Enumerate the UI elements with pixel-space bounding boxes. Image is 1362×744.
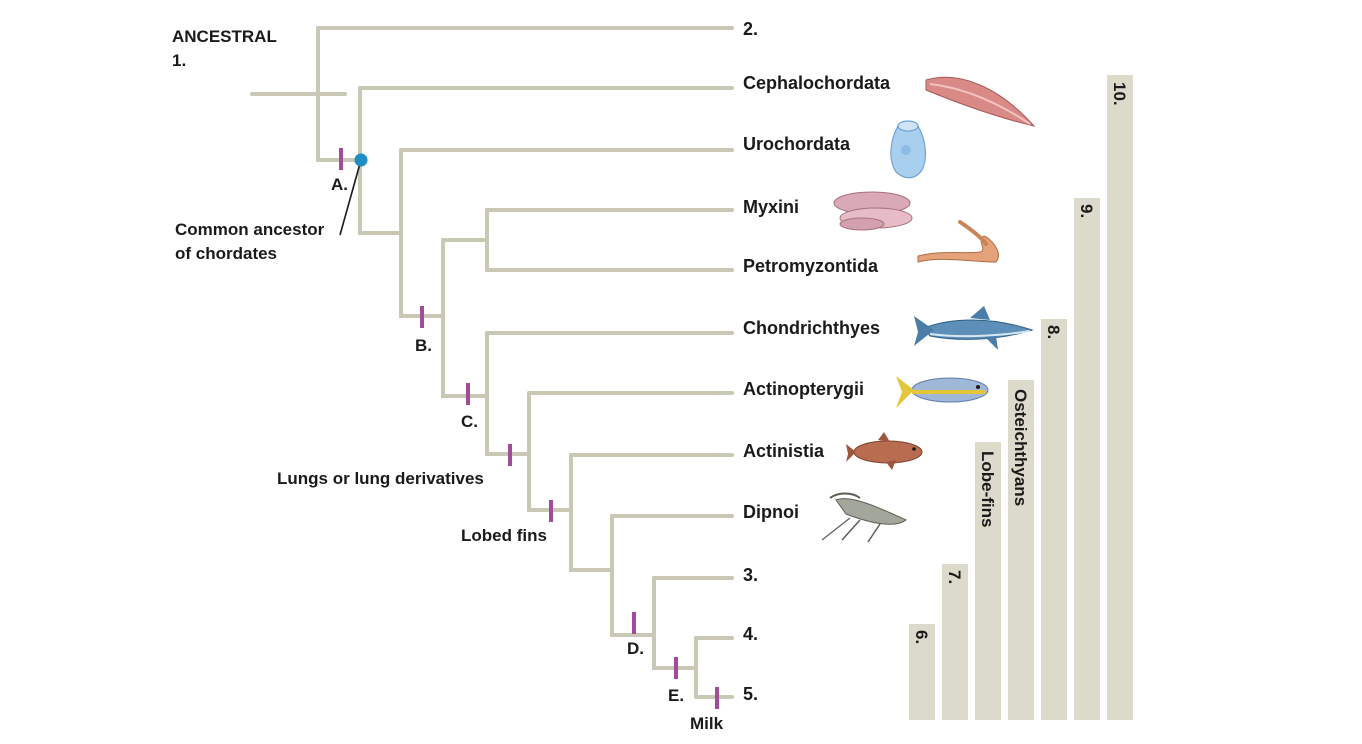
taxon-label-3: 3. xyxy=(743,565,758,585)
node-chordates xyxy=(358,86,403,235)
root-number-label: 1. xyxy=(172,51,186,70)
root-ancestral-label: ANCESTRAL xyxy=(172,27,277,46)
clade-bar-8 xyxy=(1041,319,1067,720)
character-label-b: B. xyxy=(415,336,432,355)
taxon-label-chondrichthyes: Chondrichthyes xyxy=(743,318,880,338)
taxon-label-4: 4. xyxy=(743,624,758,644)
node-olfactores xyxy=(399,148,445,318)
shark-icon xyxy=(914,306,1034,350)
ancestor-label-line1: Common ancestor xyxy=(175,220,325,239)
taxon-labels: 2. Cephalochordata Urochordata Myxini Pe… xyxy=(743,19,891,704)
character-labels: A. B. C. Lungs or lung derivatives Lobed… xyxy=(277,175,724,733)
hagfish-icon xyxy=(833,191,913,231)
node-tetrapods xyxy=(652,576,698,670)
clade-bar-osteichthyans xyxy=(1008,380,1034,720)
ray-finned-fish-icon xyxy=(896,376,989,408)
character-label-lobed-fins: Lobed fins xyxy=(461,526,547,545)
node-root xyxy=(316,26,362,162)
common-ancestor-node xyxy=(354,153,368,167)
clade-bar-6 xyxy=(909,624,935,720)
taxon-label-myxini: Myxini xyxy=(743,197,799,217)
node-craniates xyxy=(441,238,489,398)
clade-bar-9 xyxy=(1074,198,1100,720)
node-osteichthyans xyxy=(527,391,573,512)
organism-icons xyxy=(821,76,1036,543)
character-label-milk: Milk xyxy=(690,714,724,733)
clade-bar-lobe-fins xyxy=(975,442,1001,720)
character-label-lungs: Lungs or lung derivatives xyxy=(277,469,484,488)
phylogenetic-tree xyxy=(250,26,734,699)
taxon-label-actinistia: Actinistia xyxy=(743,441,825,461)
node-lobe-fins xyxy=(569,453,614,572)
coelacanth-icon xyxy=(846,432,923,470)
ancestor-label-line2: of chordates xyxy=(175,244,277,263)
clade-bar-7 xyxy=(942,564,968,720)
tunicate-icon xyxy=(890,120,927,179)
taxon-label-cephalochordata: Cephalochordata xyxy=(743,73,891,93)
clade-bar-label-osteichthyans: Osteichthyans xyxy=(1011,389,1030,506)
character-label-e: E. xyxy=(668,686,684,705)
taxon-label-urochordata: Urochordata xyxy=(743,134,851,154)
clade-bar-label-6: 6. xyxy=(912,630,931,644)
ancestor-pointer-line xyxy=(339,159,362,236)
character-ticks xyxy=(339,148,719,709)
clade-bar-label-9: 9. xyxy=(1077,204,1096,218)
clade-bar-label-7: 7. xyxy=(945,570,964,584)
clade-bars: 6. 7. Lobe-fins Osteichthyans 8. 9. 10. xyxy=(909,75,1133,720)
lancelet-icon xyxy=(925,76,1036,127)
clade-bar-label-10: 10. xyxy=(1110,82,1129,106)
node-tetrapod-lineage xyxy=(610,514,656,637)
taxon-label-dipnoi: Dipnoi xyxy=(743,502,799,522)
clade-bar-10 xyxy=(1107,75,1133,720)
taxon-label-petromyzontida: Petromyzontida xyxy=(743,256,879,276)
lamprey-icon xyxy=(917,220,999,263)
taxon-label-actinopterygii: Actinopterygii xyxy=(743,379,864,399)
node-gnathostomes xyxy=(485,331,531,456)
lungfish-icon xyxy=(821,492,907,543)
clade-bar-label-8: 8. xyxy=(1044,325,1063,339)
character-label-a: A. xyxy=(331,175,348,194)
clade-bar-label-lobe-fins: Lobe-fins xyxy=(978,451,997,528)
taxon-label-5: 5. xyxy=(743,684,758,704)
character-label-d: D. xyxy=(627,639,644,658)
taxon-label-2: 2. xyxy=(743,19,758,39)
character-label-c: C. xyxy=(461,412,478,431)
